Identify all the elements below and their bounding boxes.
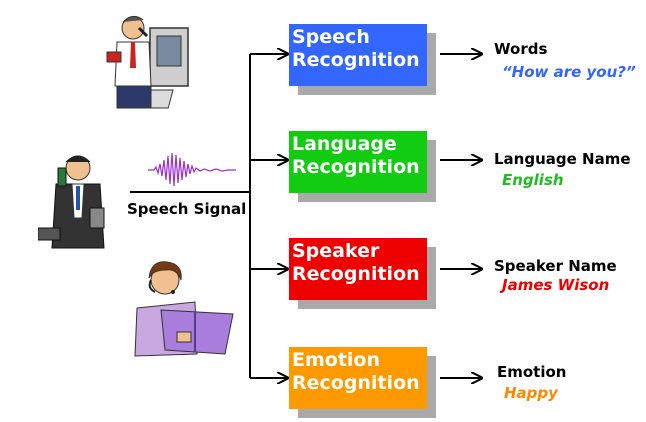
- language-recognition-label: Language Recognition: [292, 133, 420, 178]
- man-on-phone-icon: [38, 155, 105, 249]
- speaker-recognition-box: Speaker Recognition: [289, 238, 427, 300]
- emotion-output-title: Emotion: [497, 363, 567, 381]
- speech-recognition-label: Speech Recognition: [292, 26, 420, 71]
- language-recognition-box: Language Recognition: [289, 131, 427, 193]
- speaker-recognition-label: Speaker Recognition: [292, 240, 420, 285]
- woman-reading-book-headset-icon: [134, 261, 234, 357]
- speech-recognition-box: Speech Recognition: [289, 24, 427, 86]
- language-output-title: Language Name: [494, 150, 631, 168]
- emotion-recognition-box: Emotion Recognition: [289, 347, 427, 409]
- words-output-value: “How are you?”: [502, 63, 636, 81]
- speaker-output-value: James Wison: [502, 276, 610, 294]
- man-with-phone-computer-icon: [106, 16, 189, 109]
- words-output-title: Words: [494, 40, 548, 58]
- emotion-recognition-label: Emotion Recognition: [292, 349, 420, 394]
- speaker-output-title: Speaker Name: [494, 257, 617, 275]
- language-output-value: English: [502, 171, 564, 189]
- input-label: Speech Signal: [127, 200, 247, 218]
- waveform-icon: [148, 152, 236, 187]
- emotion-output-value: Happy: [504, 384, 558, 402]
